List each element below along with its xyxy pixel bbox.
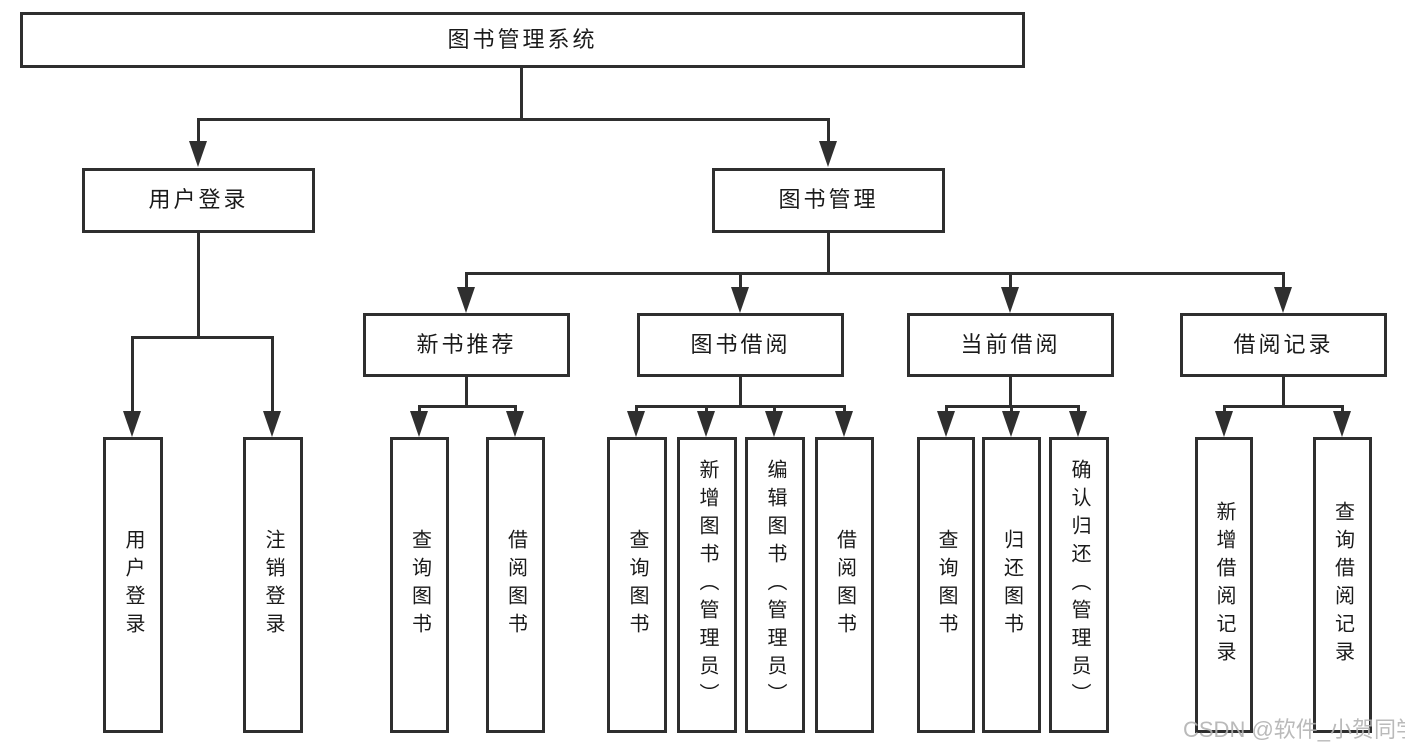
node-user-login: 用户登录 [82,168,315,233]
arrowhead-down-icon [835,411,853,437]
node-label: 借阅图书 [833,529,856,641]
connector-line [131,336,134,413]
leaf-user-login: 用户登录 [103,437,163,733]
connector-line [1077,405,1080,414]
node-label: 查询图书 [408,529,431,641]
connector-line [827,233,830,272]
leaf-query-borrow-record: 查询借阅记录 [1313,437,1372,733]
leaf-query-books-current: 查询图书 [917,437,975,733]
arrowhead-down-icon [1274,287,1292,313]
connector-line [520,67,523,118]
node-borrowing-records: 借阅记录 [1180,313,1387,377]
node-library-management-system: 图书管理系统 [20,12,1025,68]
connector-line [514,405,517,414]
node-label: 借阅记录 [1233,331,1334,357]
connector-line [418,405,421,414]
leaf-borrow-books-borrowing: 借阅图书 [815,437,874,733]
arrowhead-down-icon [506,411,524,437]
node-label: 图书管理系统 [447,26,598,52]
arrowhead-down-icon [1002,411,1020,437]
node-label: 图书借阅 [690,331,791,357]
connector-line [1223,405,1344,408]
arrowhead-down-icon [189,141,207,167]
connector-line [739,272,742,290]
leaf-query-books-borrowing: 查询图书 [607,437,667,733]
arrowhead-down-icon [1333,411,1351,437]
node-label: 图书管理 [778,187,879,213]
leaf-confirm-return-admin: 确认归还（管理员） [1049,437,1109,733]
node-label: 借阅图书 [504,529,527,641]
connector-line [635,405,638,414]
arrowhead-down-icon [627,411,645,437]
connector-line [465,272,1285,275]
node-label: 用户登录 [122,529,144,641]
connector-line [1223,405,1226,414]
node-new-book-recommendation: 新书推荐 [363,313,570,377]
leaf-borrow-books-recommend: 借阅图书 [486,437,545,733]
connector-line [945,405,948,414]
node-label: 查询图书 [626,529,648,641]
leaf-logout: 注销登录 [243,437,303,733]
node-label: 查询图书 [935,529,957,641]
leaf-query-books-recommend: 查询图书 [390,437,449,733]
connector-line [465,272,468,290]
connector-line [1341,405,1344,414]
arrowhead-down-icon [937,411,955,437]
node-label: 归还图书 [1000,529,1023,641]
leaf-add-book-admin: 新增图书（管理员） [677,437,737,733]
leaf-add-borrow-record: 新增借阅记录 [1195,437,1253,733]
connector-line [197,118,200,146]
arrowhead-down-icon [731,287,749,313]
node-current-borrowing: 当前借阅 [907,313,1114,377]
arrowhead-down-icon [1215,411,1233,437]
connector-line [843,405,846,414]
arrowhead-down-icon [765,411,783,437]
connector-line [1010,405,1013,414]
connector-line [418,405,517,408]
connector-line [827,118,830,146]
arrowhead-down-icon [263,411,281,437]
connector-line [739,377,742,405]
node-label: 当前借阅 [960,331,1061,357]
node-book-borrowing: 图书借阅 [637,313,844,377]
node-label: 新书推荐 [416,331,517,357]
connector-line [197,118,830,121]
connector-line [465,377,468,405]
connector-line [1009,272,1012,290]
connector-line [1009,377,1012,405]
node-label: 新增图书（管理员） [696,459,718,711]
watermark-text: CSDN @软件_小贺同学 [1183,717,1405,742]
connector-line [1282,377,1285,405]
connector-line [705,405,708,414]
node-label: 用户登录 [148,187,249,213]
connector-line [197,233,200,336]
arrowhead-down-icon [819,141,837,167]
node-book-management: 图书管理 [712,168,945,233]
arrowhead-down-icon [697,411,715,437]
connector-line [271,336,274,413]
arrowhead-down-icon [123,411,141,437]
arrowhead-down-icon [410,411,428,437]
node-label: 新增借阅记录 [1213,501,1235,669]
arrowhead-down-icon [1001,287,1019,313]
node-label: 编辑图书（管理员） [764,459,786,711]
leaf-return-books: 归还图书 [982,437,1041,733]
connector-line [1282,272,1285,290]
connector-line [635,405,846,408]
connector-line [773,405,776,414]
node-label: 查询借阅记录 [1331,501,1354,669]
connector-line [131,336,274,339]
leaf-edit-book-admin: 编辑图书（管理员） [745,437,805,733]
arrowhead-down-icon [1069,411,1087,437]
node-label: 确认归还（管理员） [1068,459,1090,711]
node-label: 注销登录 [262,529,284,641]
arrowhead-down-icon [457,287,475,313]
